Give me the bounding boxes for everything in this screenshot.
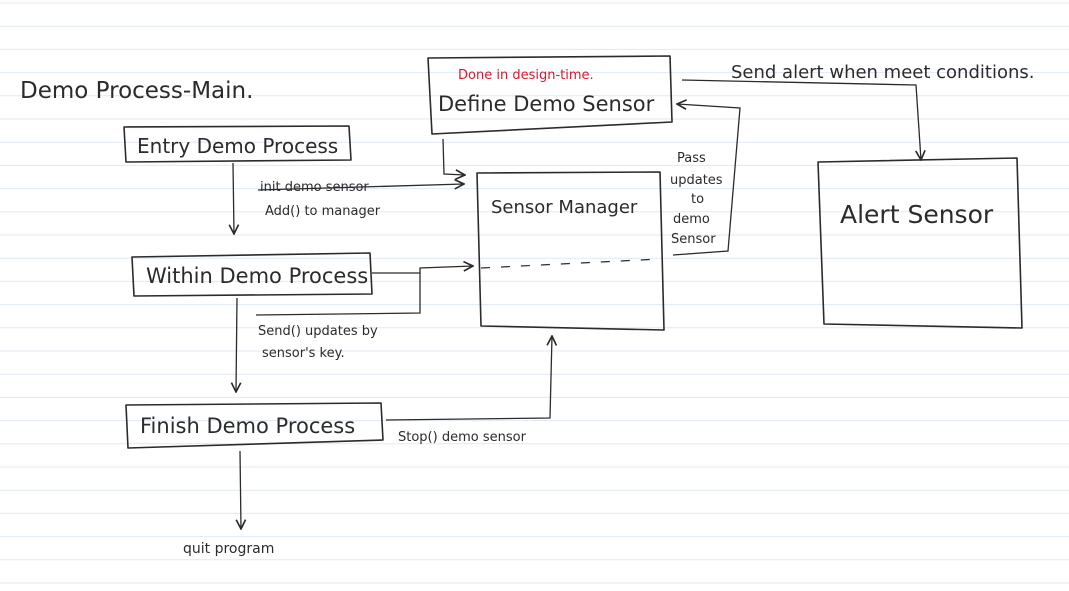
node-finish-demo-process: Finish Demo Process [125, 402, 384, 449]
node-sensor-manager: Sensor Manager [476, 171, 665, 331]
edge-within-arrow-head [419, 266, 473, 273]
edge-finish-to-quit [240, 450, 241, 529]
node-define-label: Define Demo Sensor [438, 92, 655, 116]
edge-init-label-1: init demo sensor [260, 180, 369, 195]
edge-alert-label: Send alert when meet conditions. [731, 62, 1034, 83]
edge-within-to-finish [236, 297, 237, 392]
node-entry-demo-process: Entry Demo Process [123, 125, 352, 163]
edge-manager-to-define [672, 104, 741, 256]
pass-line: Pass [677, 151, 706, 166]
node-within-demo-process: Within Demo Process [131, 252, 373, 297]
node-within-label: Within Demo Process [146, 264, 368, 288]
node-define-demo-sensor: Done in design-time. Define Demo Sensor [427, 55, 673, 135]
node-finish-label: Finish Demo Process [140, 414, 355, 438]
node-manager-label: Sensor Manager [491, 197, 638, 218]
edge-pass-label: Pass updates to demo Sensor [670, 151, 723, 247]
edge-send-label-2: sensor's key. [262, 346, 345, 361]
edge-define-to-alert [681, 79, 921, 160]
edge-define-to-manager [442, 138, 465, 175]
design-time-note: Done in design-time. [458, 68, 594, 83]
edge-init-to-manager [257, 184, 464, 191]
pass-line: Sensor [671, 232, 716, 247]
manager-divider [480, 258, 661, 269]
node-alert-sensor: Alert Sensor [817, 157, 1023, 329]
edge-stop-label: Stop() demo sensor [398, 430, 527, 445]
edge-init-label-2: Add() to manager [265, 204, 381, 219]
pass-line: to [691, 192, 704, 207]
node-entry-label: Entry Demo Process [137, 134, 338, 158]
edge-entry-to-within [233, 162, 234, 234]
edge-send-label-1: Send() updates by [258, 324, 378, 339]
pass-line: demo [673, 212, 710, 227]
pass-line: updates [670, 173, 723, 188]
page-title: Demo Process-Main. [20, 78, 253, 104]
node-alert-label: Alert Sensor [840, 200, 994, 229]
quit-program-label: quit program [183, 541, 274, 557]
edge-finish-to-manager [385, 336, 552, 421]
edge-within-to-manager [255, 272, 421, 316]
